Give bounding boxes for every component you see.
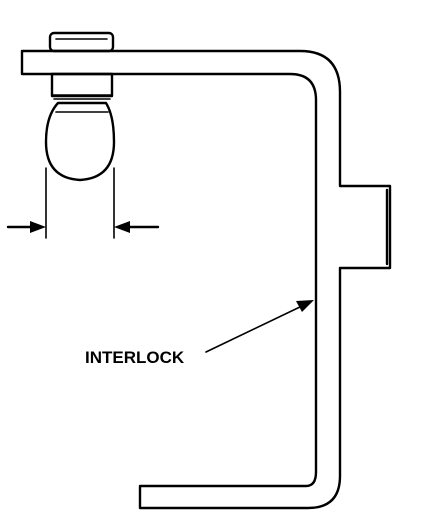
shaft-head bbox=[48, 31, 115, 53]
dimension-arrow-right-head bbox=[114, 221, 130, 233]
shaft-collar bbox=[50, 72, 114, 98]
interlock-leader-line bbox=[205, 305, 303, 353]
dimension-arrow-left-head bbox=[30, 221, 46, 233]
interlock-label: INTERLOCK bbox=[85, 348, 185, 367]
interlock-body bbox=[20, 49, 392, 510]
interlock-leader-arrowhead bbox=[296, 300, 314, 312]
shaft-ball-end bbox=[44, 101, 116, 182]
